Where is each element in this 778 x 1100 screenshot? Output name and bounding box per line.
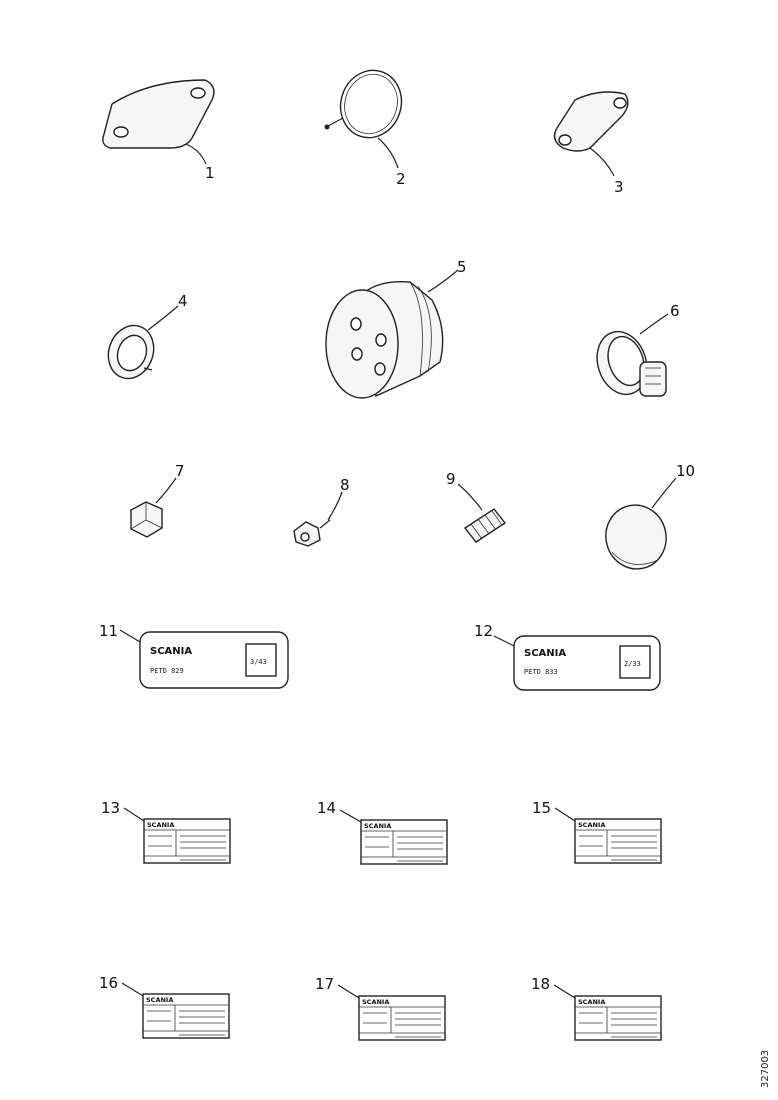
- part-18-label: SCANIA: [553, 984, 662, 1041]
- part-8-fitting: [293, 491, 343, 547]
- part-1-cover-plate: [102, 79, 215, 165]
- label-15-brand: SCANIA: [578, 821, 605, 829]
- callout-7: 7: [175, 462, 185, 480]
- callout-9: 9: [446, 470, 456, 488]
- label-17-brand: SCANIA: [362, 998, 389, 1006]
- label-18-brand: SCANIA: [578, 998, 605, 1006]
- part-13-label: SCANIA: [123, 807, 231, 864]
- callout-11: 11: [99, 622, 118, 640]
- plate-12-box-text: 2/33: [624, 660, 641, 668]
- callout-17: 17: [315, 975, 334, 993]
- part-12-type-plate: SCANIA PETD 833 2/33: [493, 635, 661, 691]
- callout-13: 13: [101, 799, 120, 817]
- callout-16: 16: [99, 974, 118, 992]
- part-17-label: SCANIA: [337, 984, 446, 1041]
- part-16-label: SCANIA: [121, 982, 230, 1039]
- label-16-brand: SCANIA: [146, 996, 173, 1004]
- plate-11-brand: SCANIA: [150, 646, 192, 657]
- callout-6: 6: [670, 302, 680, 320]
- callout-5: 5: [457, 258, 467, 276]
- part-6-hose-clamp: [596, 313, 669, 397]
- part-7-hex-plug: [130, 477, 177, 538]
- label-13-brand: SCANIA: [147, 821, 174, 829]
- callout-18: 18: [531, 975, 550, 993]
- callout-3: 3: [614, 178, 624, 196]
- part-3-small-cover: [553, 91, 629, 177]
- callout-4: 4: [178, 292, 188, 310]
- part-4-flange-ring: [107, 305, 179, 380]
- part-10-cap: [605, 477, 677, 570]
- label-14-brand: SCANIA: [364, 822, 391, 830]
- part-2-sealing-ring: [324, 69, 403, 169]
- plate-11-box-text: 3/43: [250, 658, 267, 666]
- callout-10: 10: [676, 462, 695, 480]
- callout-1: 1: [205, 164, 215, 182]
- figure-id: 327003: [760, 1050, 771, 1088]
- part-15-label: SCANIA: [554, 807, 662, 864]
- callout-12: 12: [474, 622, 493, 640]
- part-11-type-plate: SCANIA PETD 829 3/43: [119, 629, 289, 689]
- plate-12-code: PETD 833: [524, 668, 558, 676]
- plate-12-brand: SCANIA: [524, 648, 566, 659]
- callout-8: 8: [340, 476, 350, 494]
- part-9-threaded-nipple: [457, 483, 507, 543]
- part-14-label: SCANIA: [339, 809, 448, 865]
- plate-11-code: PETD 829: [150, 667, 184, 675]
- part-5-drum-hub: [325, 269, 459, 399]
- callout-2: 2: [396, 170, 406, 188]
- callout-14: 14: [317, 799, 336, 817]
- callout-15: 15: [532, 799, 551, 817]
